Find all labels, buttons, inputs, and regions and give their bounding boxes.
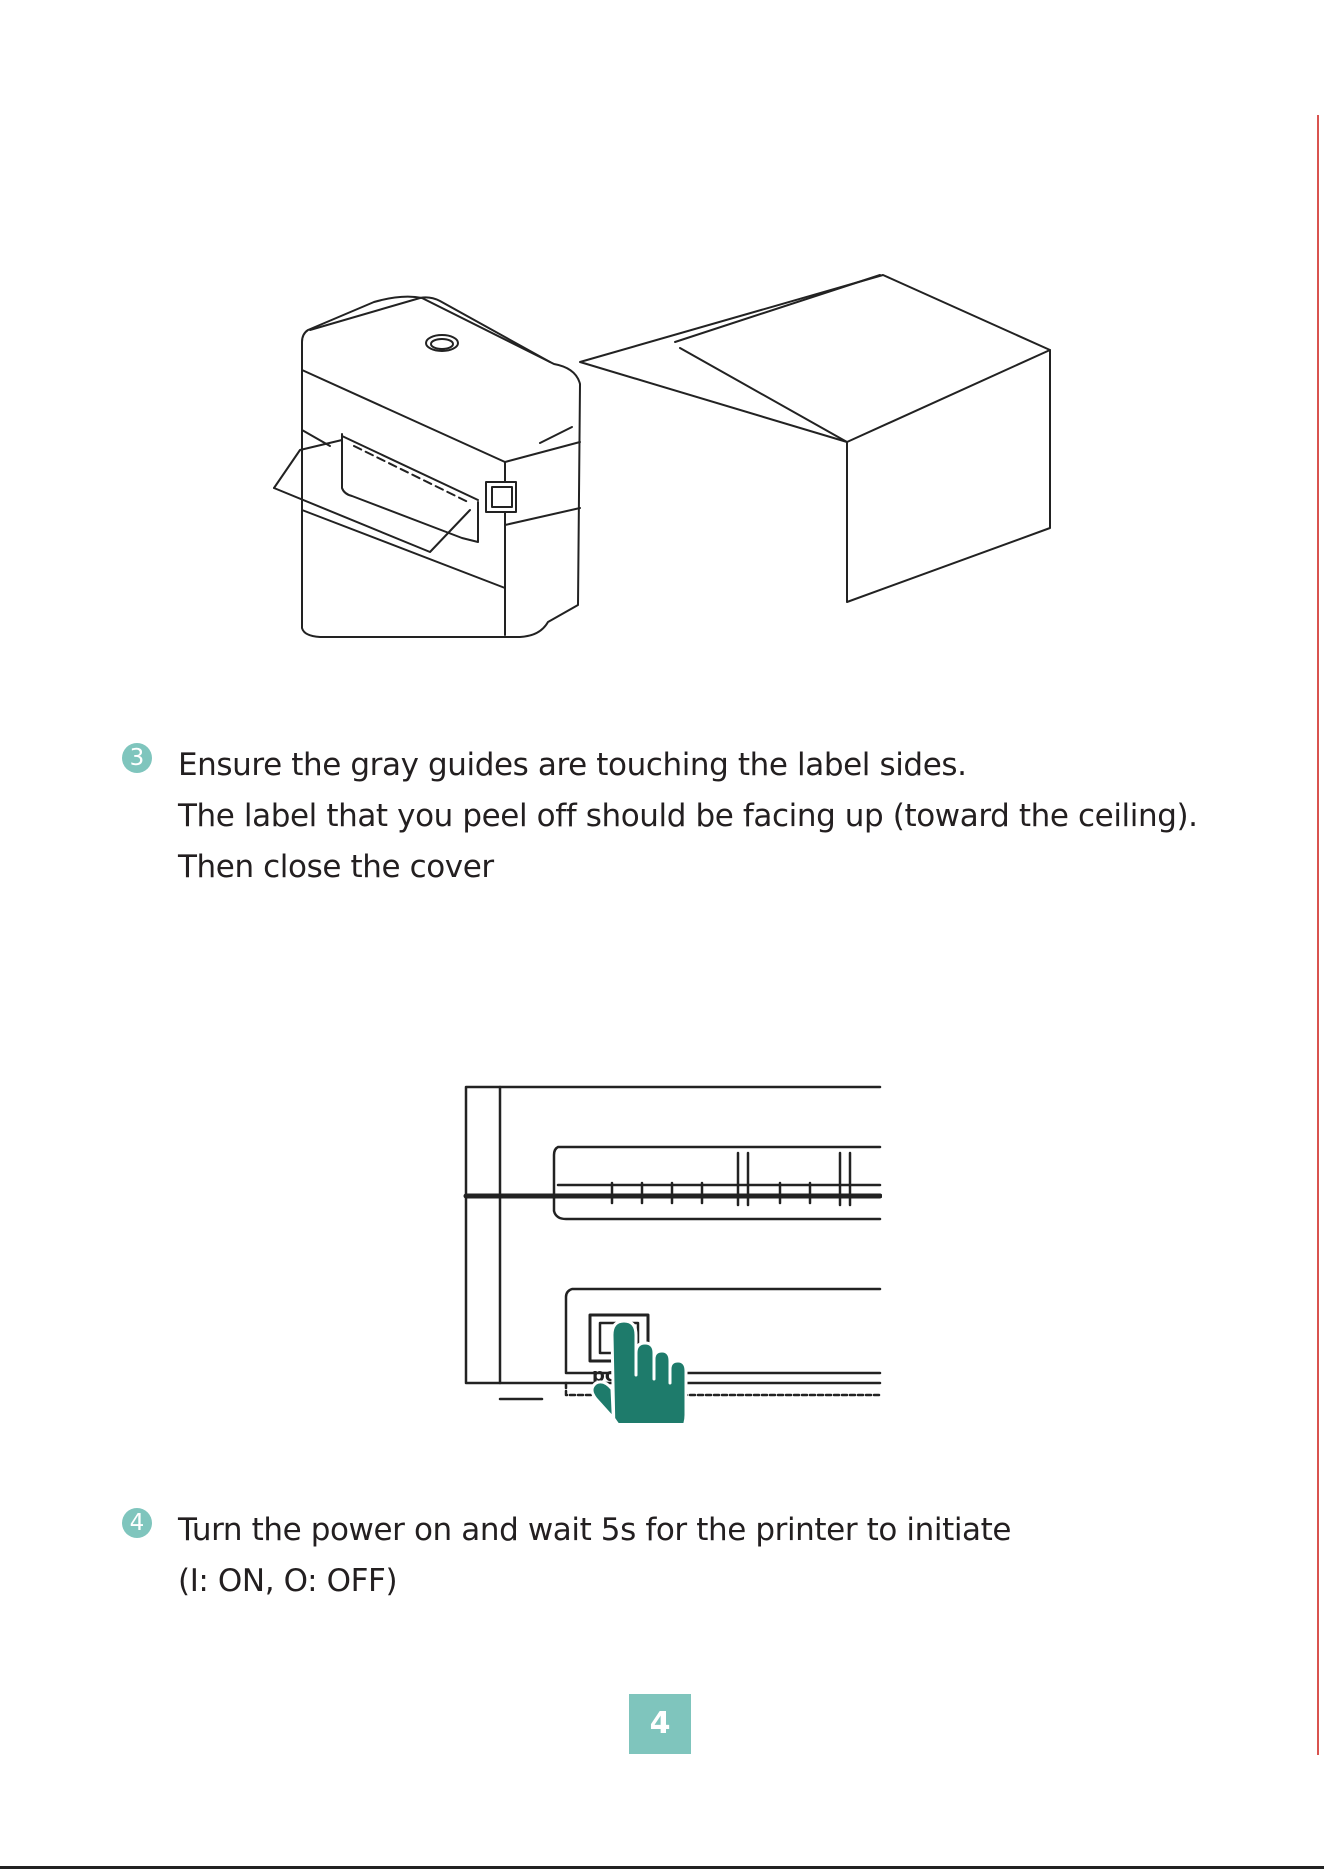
step-4-line-2: (I: ON, O: OFF) (178, 1556, 1011, 1607)
label-stack-box (580, 275, 1050, 602)
printer-body (302, 297, 580, 637)
printer-front-panel (466, 1087, 880, 1399)
step-4-text: Turn the power on and wait 5s for the pr… (178, 1505, 1011, 1607)
power-switch (486, 482, 516, 512)
power-button-closeup-illustration: power (462, 1083, 882, 1423)
page-number: 4 (629, 1694, 691, 1754)
step-3-line-3: Then close the cover (178, 842, 1198, 893)
step-3-line-1: Ensure the gray guides are touching the … (178, 740, 1198, 791)
step-4-number-badge: 4 (122, 1508, 152, 1538)
step-4-line-1: Turn the power on and wait 5s for the pr… (178, 1505, 1011, 1556)
step-3-text: Ensure the gray guides are touching the … (178, 740, 1198, 893)
printer-with-labels-illustration (250, 270, 1060, 650)
step-3-number-badge: 3 (122, 743, 152, 773)
page-bottom-rule (0, 1866, 1324, 1869)
step-3-line-2: The label that you peel off should be fa… (178, 791, 1198, 842)
page-edge-line (1317, 115, 1319, 1755)
